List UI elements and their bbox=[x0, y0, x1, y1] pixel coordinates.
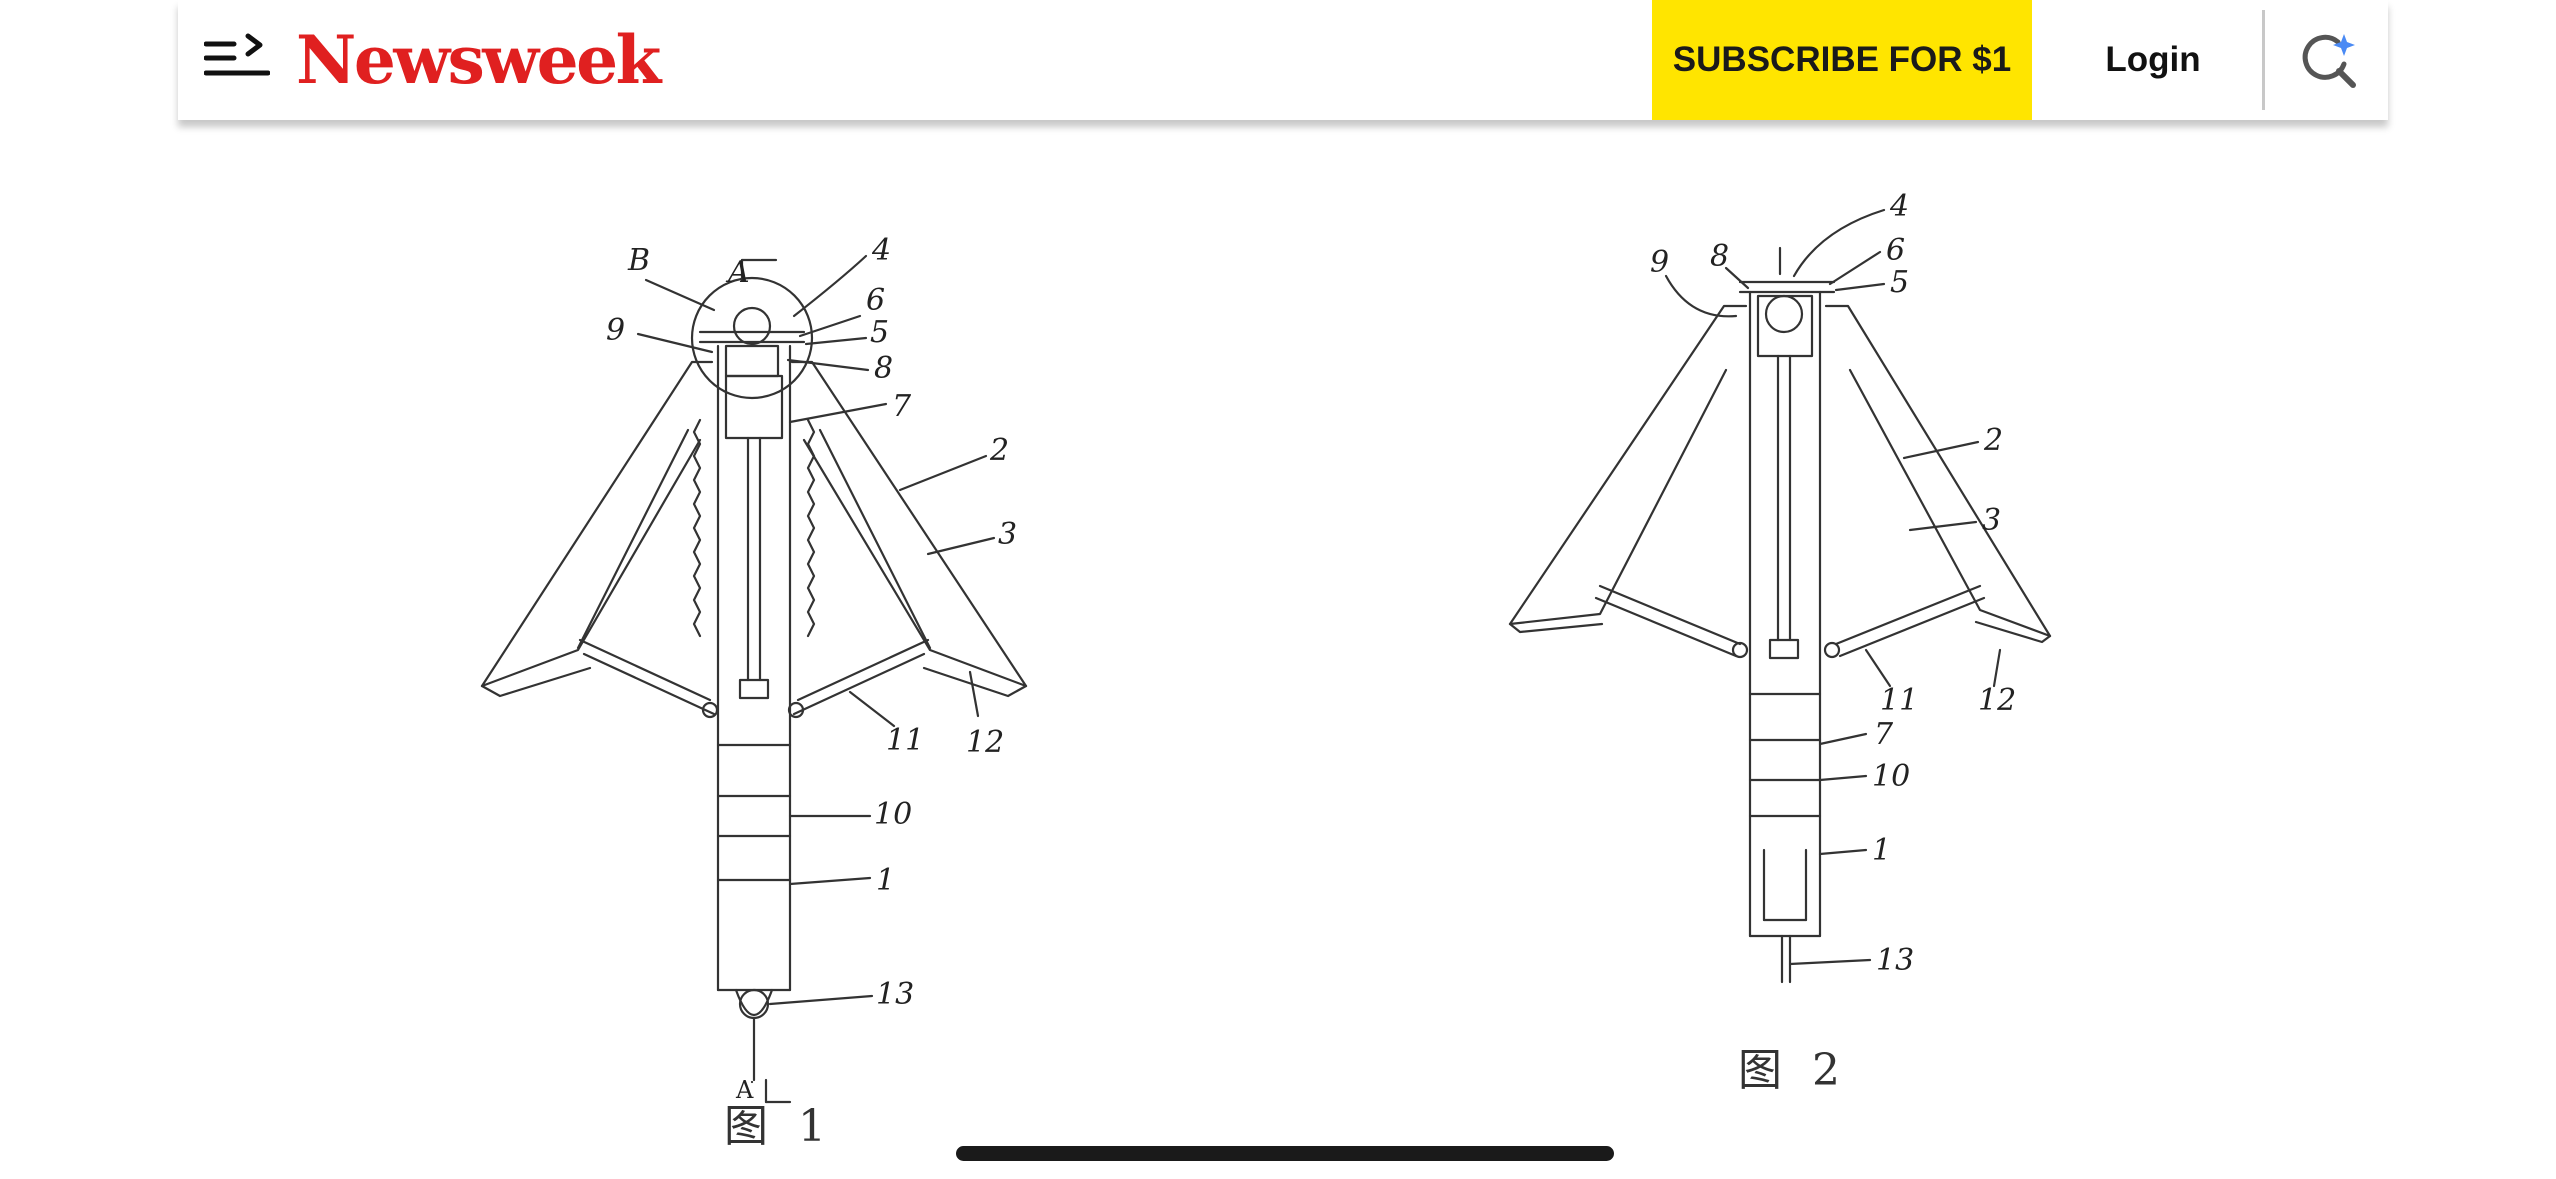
fig1-callout-10: 10 bbox=[874, 797, 912, 832]
site-header: Newsweek SUBSCRIBE FOR $1 Login bbox=[178, 0, 2388, 120]
article-image: B A 4 6 5 8 9 7 2 3 11 12 10 1 13 A 图 1 bbox=[0, 120, 2556, 1179]
search-button[interactable] bbox=[2298, 30, 2362, 94]
fig1-label-a-top: A bbox=[725, 255, 750, 290]
login-button[interactable]: Login bbox=[2105, 40, 2201, 79]
fig1-label-a-bottom: A bbox=[735, 1076, 754, 1104]
fig1-callout-4: 4 bbox=[871, 233, 891, 268]
fig1-callout-1: 1 bbox=[876, 863, 895, 898]
fig2-callout-6: 6 bbox=[1886, 233, 1905, 268]
fig2-callout-13: 13 bbox=[1876, 943, 1914, 978]
subscribe-button[interactable]: SUBSCRIBE FOR $1 bbox=[1652, 0, 2032, 120]
menu-arrow-icon bbox=[203, 33, 271, 76]
fig2-callout-10: 10 bbox=[1872, 759, 1910, 794]
fig1-callout-12: 12 bbox=[966, 725, 1004, 760]
fig2-callout-5: 5 bbox=[1890, 265, 1909, 300]
fig2-callout-3: 3 bbox=[1982, 503, 2001, 538]
fig2-callout-7: 7 bbox=[1874, 717, 1894, 752]
fig1-callout-7: 7 bbox=[892, 389, 912, 424]
fig1-callout-13: 13 bbox=[876, 977, 914, 1012]
fig2-callout-2: 2 bbox=[1983, 423, 2003, 458]
fig2-callout-11: 11 bbox=[1880, 683, 1918, 718]
fig2-callout-1: 1 bbox=[1872, 833, 1891, 868]
fig2-callout-12: 12 bbox=[1978, 683, 2016, 718]
fig2-callout-9: 9 bbox=[1650, 245, 1669, 280]
fig2-callout-8: 8 bbox=[1710, 239, 1729, 274]
fig1-label-b: B bbox=[627, 243, 650, 278]
fig1-callout-8: 8 bbox=[874, 351, 893, 386]
fig1-callout-3: 3 bbox=[998, 517, 1017, 552]
fig1-callout-6: 6 bbox=[866, 283, 885, 318]
home-indicator[interactable] bbox=[956, 1146, 1614, 1161]
newsweek-logo[interactable]: Newsweek bbox=[296, 21, 661, 99]
fig1-callout-2: 2 bbox=[989, 433, 1009, 468]
fig1-callout-5: 5 bbox=[870, 315, 889, 350]
fig1-callout-11: 11 bbox=[886, 723, 924, 758]
fig1-callout-9: 9 bbox=[606, 313, 625, 348]
header-divider bbox=[2262, 10, 2265, 110]
figure-2-caption: 图 2 bbox=[1738, 1045, 1848, 1096]
patent-drawing-figure-2: 4 6 5 9 8 2 3 11 12 7 10 1 13 bbox=[1508, 189, 2052, 984]
fig2-callout-4: 4 bbox=[1889, 189, 1909, 224]
patent-drawing-figure-1: B A 4 6 5 8 9 7 2 3 11 12 10 1 13 A bbox=[480, 233, 1028, 1104]
menu-button[interactable] bbox=[203, 30, 271, 86]
sparkle-search-icon bbox=[2302, 34, 2356, 88]
figure-1-caption: 图 1 bbox=[724, 1101, 834, 1152]
